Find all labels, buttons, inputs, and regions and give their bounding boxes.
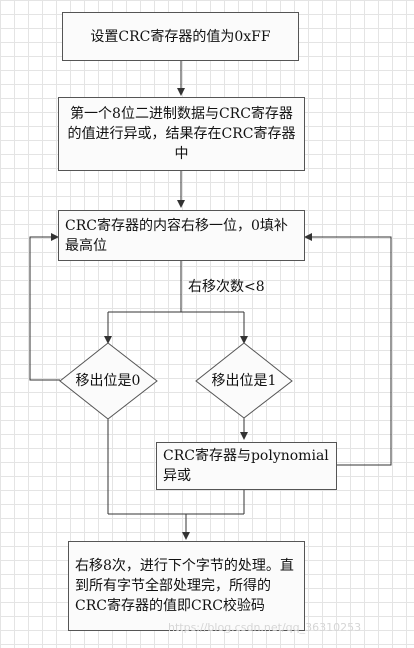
- watermark: https://blog.csdn.net/qq_36310253: [168, 621, 362, 634]
- finish-text: 右移8次，进行下个字节的处理。直到所有字节全部处理完，所得的CRC寄存器的值即C…: [75, 558, 294, 614]
- shift-right-text: CRC寄存器的内容右移一位，0填补最高位: [65, 217, 288, 254]
- xor-first-byte-box: 第一个8位二进制数据与CRC寄存器的值进行异或，结果存在CRC寄存器中: [58, 97, 305, 171]
- xor-polynomial-text: CRC寄存器与polynomial异或: [163, 448, 329, 484]
- loop-bit-zero: [29, 233, 60, 381]
- loop-polynomial: [304, 233, 392, 466]
- decision-bit-one: [195, 342, 293, 419]
- xor-polynomial-box: CRC寄存器与polynomial异或: [156, 442, 337, 490]
- decision-bit-zero: [59, 342, 158, 420]
- bit-one-label: 移出位是1: [211, 373, 277, 389]
- loop-condition-label: 右移次数<8: [188, 279, 265, 295]
- init-text: 设置CRC寄存器的值为0xFF: [90, 28, 271, 45]
- bit-zero-label: 移出位是0: [75, 373, 141, 389]
- shift-right-box: CRC寄存器的内容右移一位，0填补最高位: [58, 210, 305, 261]
- init-box: 设置CRC寄存器的值为0xFF: [62, 12, 299, 61]
- xor-first-byte-text: 第一个8位二进制数据与CRC寄存器的值进行异或，结果存在CRC寄存器中: [67, 106, 296, 162]
- finish-box: 右移8次，进行下个字节的处理。直到所有字节全部处理完，所得的CRC寄存器的值即C…: [68, 541, 305, 631]
